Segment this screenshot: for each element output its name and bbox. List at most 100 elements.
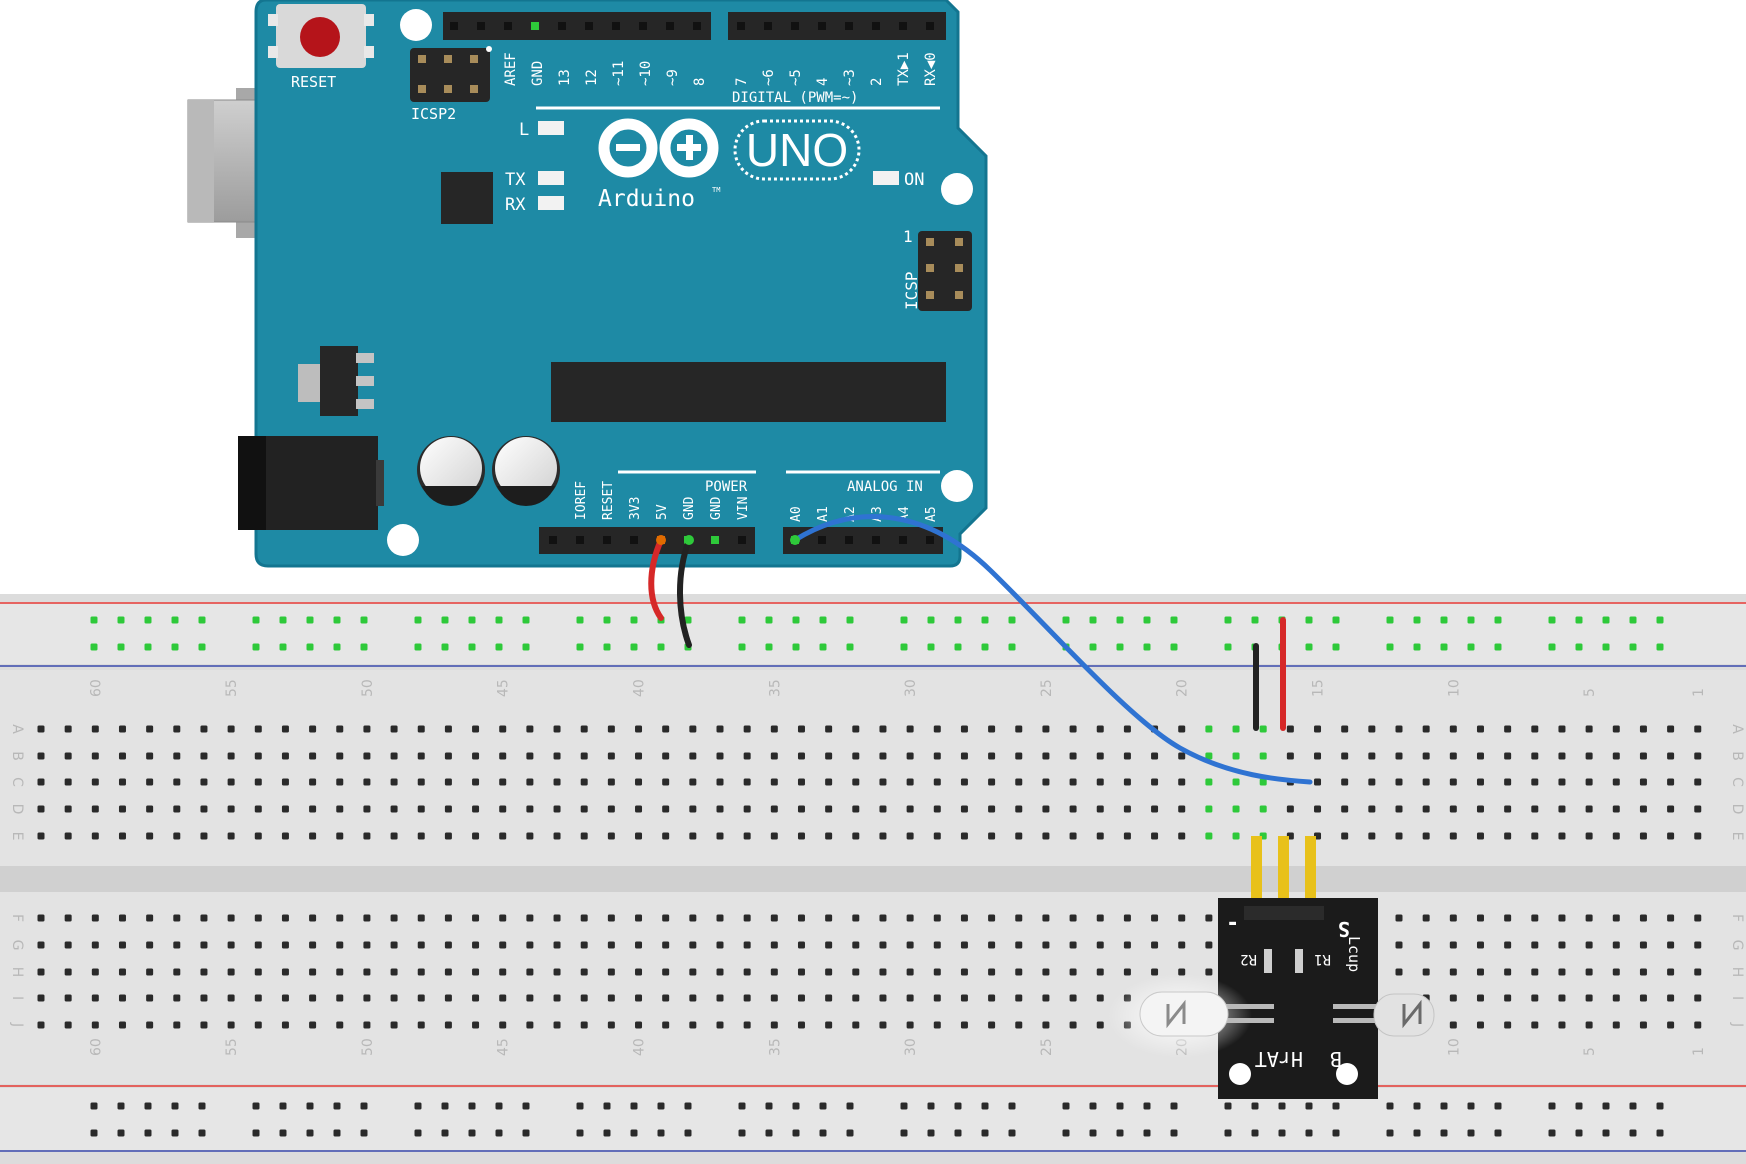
breadboard-hole[interactable] bbox=[607, 968, 615, 976]
rail-hole[interactable] bbox=[738, 616, 746, 624]
breadboard-hole[interactable] bbox=[960, 725, 968, 733]
breadboard-hole[interactable] bbox=[852, 941, 860, 949]
rail-hole[interactable] bbox=[819, 1129, 827, 1137]
breadboard-hole[interactable] bbox=[363, 994, 371, 1002]
breadboard-hole[interactable] bbox=[336, 914, 344, 922]
breadboard-hole[interactable] bbox=[580, 725, 588, 733]
breadboard-hole[interactable] bbox=[1069, 941, 1077, 949]
breadboard-hole[interactable] bbox=[1694, 1021, 1702, 1029]
rail-hole[interactable] bbox=[1143, 1129, 1151, 1137]
breadboard-hole[interactable] bbox=[1314, 725, 1322, 733]
breadboard-hole[interactable] bbox=[499, 778, 507, 786]
breadboard-hole[interactable] bbox=[227, 805, 235, 813]
breadboard-hole[interactable] bbox=[499, 914, 507, 922]
rail-hole[interactable] bbox=[1305, 1102, 1313, 1110]
breadboard-hole[interactable] bbox=[417, 805, 425, 813]
rail-hole[interactable] bbox=[468, 643, 476, 651]
breadboard-hole[interactable] bbox=[37, 941, 45, 949]
breadboard-hole[interactable] bbox=[1205, 725, 1213, 733]
breadboard-hole[interactable] bbox=[1449, 725, 1457, 733]
breadboard-hole[interactable] bbox=[553, 941, 561, 949]
breadboard-hole[interactable] bbox=[37, 1021, 45, 1029]
breadboard-hole[interactable] bbox=[580, 914, 588, 922]
breadboard-hole[interactable] bbox=[64, 1021, 72, 1029]
rail-hole[interactable] bbox=[1602, 1102, 1610, 1110]
breadboard-hole[interactable] bbox=[825, 1021, 833, 1029]
breadboard-hole[interactable] bbox=[906, 805, 914, 813]
rail-hole[interactable] bbox=[765, 616, 773, 624]
breadboard-hole[interactable] bbox=[852, 725, 860, 733]
breadboard-hole[interactable] bbox=[689, 994, 697, 1002]
breadboard-hole[interactable] bbox=[91, 725, 99, 733]
breadboard-hole[interactable] bbox=[1694, 914, 1702, 922]
breadboard-hole[interactable] bbox=[173, 725, 181, 733]
digital-header-hole[interactable] bbox=[477, 22, 485, 30]
breadboard-hole[interactable] bbox=[689, 968, 697, 976]
breadboard-hole[interactable] bbox=[1151, 805, 1159, 813]
breadboard-hole[interactable] bbox=[363, 752, 371, 760]
breadboard-hole[interactable] bbox=[417, 752, 425, 760]
rail-hole[interactable] bbox=[630, 1102, 638, 1110]
rail-hole[interactable] bbox=[1602, 643, 1610, 651]
breadboard-hole[interactable] bbox=[309, 752, 317, 760]
breadboard-hole[interactable] bbox=[1639, 725, 1647, 733]
breadboard-hole[interactable] bbox=[580, 941, 588, 949]
breadboard-hole[interactable] bbox=[797, 725, 805, 733]
rail-hole[interactable] bbox=[1170, 1102, 1178, 1110]
breadboard-hole[interactable] bbox=[1015, 778, 1023, 786]
breadboard-hole[interactable] bbox=[118, 914, 126, 922]
rail-hole[interactable] bbox=[1494, 616, 1502, 624]
breadboard-hole[interactable] bbox=[662, 1021, 670, 1029]
breadboard-hole[interactable] bbox=[227, 1021, 235, 1029]
breadboard-hole[interactable] bbox=[499, 752, 507, 760]
breadboard-hole[interactable] bbox=[1232, 778, 1240, 786]
breadboard-hole[interactable] bbox=[499, 1021, 507, 1029]
breadboard-hole[interactable] bbox=[770, 778, 778, 786]
rail-hole[interactable] bbox=[657, 1102, 665, 1110]
breadboard-hole[interactable] bbox=[390, 994, 398, 1002]
rail-hole[interactable] bbox=[360, 616, 368, 624]
breadboard-hole[interactable] bbox=[1232, 805, 1240, 813]
breadboard-hole[interactable] bbox=[879, 778, 887, 786]
breadboard-hole[interactable] bbox=[526, 1021, 534, 1029]
wire-a0[interactable] bbox=[792, 514, 1313, 785]
breadboard-hole[interactable] bbox=[281, 778, 289, 786]
breadboard-hole[interactable] bbox=[91, 752, 99, 760]
rail-hole[interactable] bbox=[846, 616, 854, 624]
breadboard-hole[interactable] bbox=[1123, 914, 1131, 922]
breadboard-hole[interactable] bbox=[1178, 778, 1186, 786]
breadboard-hole[interactable] bbox=[988, 941, 996, 949]
rail-hole[interactable] bbox=[1062, 1102, 1070, 1110]
breadboard-hole[interactable] bbox=[91, 778, 99, 786]
breadboard-hole[interactable] bbox=[906, 832, 914, 840]
breadboard-hole[interactable] bbox=[1449, 752, 1457, 760]
breadboard-hole[interactable] bbox=[173, 752, 181, 760]
breadboard-hole[interactable] bbox=[173, 968, 181, 976]
breadboard-hole[interactable] bbox=[1232, 752, 1240, 760]
breadboard-hole[interactable] bbox=[797, 941, 805, 949]
breadboard-hole[interactable] bbox=[309, 805, 317, 813]
breadboard-hole[interactable] bbox=[960, 914, 968, 922]
rail-hole[interactable] bbox=[468, 1129, 476, 1137]
rail-hole[interactable] bbox=[1413, 616, 1421, 624]
breadboard-hole[interactable] bbox=[336, 941, 344, 949]
breadboard-hole[interactable] bbox=[281, 914, 289, 922]
rail-hole[interactable] bbox=[1278, 1102, 1286, 1110]
breadboard-hole[interactable] bbox=[254, 1021, 262, 1029]
rail-hole[interactable] bbox=[1089, 643, 1097, 651]
breadboard-hole[interactable] bbox=[580, 1021, 588, 1029]
rail-hole[interactable] bbox=[927, 643, 935, 651]
breadboard-hole[interactable] bbox=[1341, 832, 1349, 840]
rail-hole[interactable] bbox=[1575, 643, 1583, 651]
breadboard-hole[interactable] bbox=[1096, 805, 1104, 813]
breadboard-hole[interactable] bbox=[933, 778, 941, 786]
breadboard-hole[interactable] bbox=[1639, 752, 1647, 760]
analog-header-hole[interactable] bbox=[818, 536, 826, 544]
rail-hole[interactable] bbox=[1143, 1102, 1151, 1110]
rail-hole[interactable] bbox=[1467, 643, 1475, 651]
breadboard-hole[interactable] bbox=[716, 725, 724, 733]
breadboard-hole[interactable] bbox=[1612, 914, 1620, 922]
breadboard-hole[interactable] bbox=[1232, 725, 1240, 733]
rail-hole[interactable] bbox=[414, 1102, 422, 1110]
breadboard-hole[interactable] bbox=[173, 778, 181, 786]
